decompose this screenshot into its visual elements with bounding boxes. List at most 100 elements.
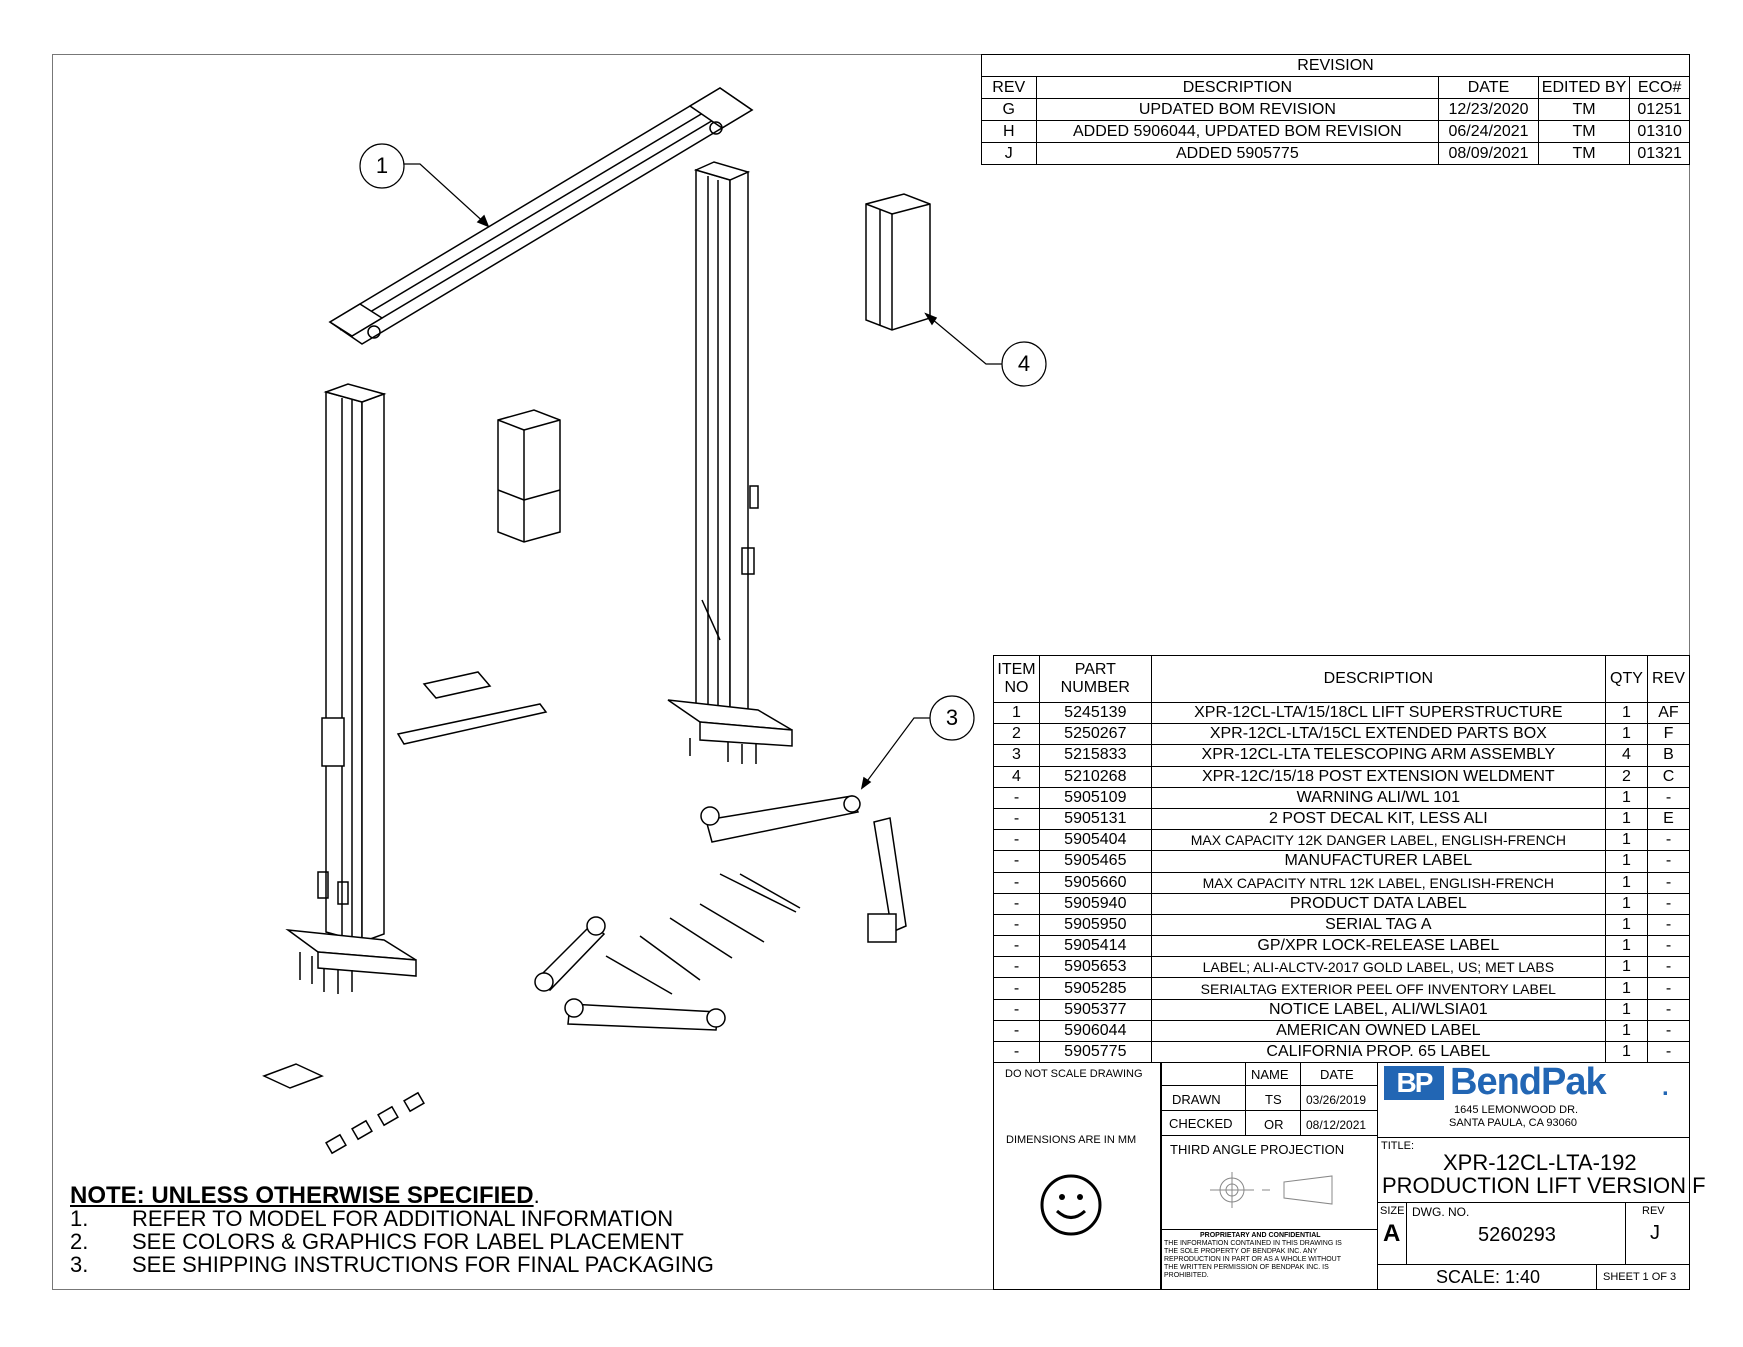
drawn-label: DRAWN	[1172, 1092, 1221, 1107]
revision-cell: 01321	[1629, 142, 1690, 165]
bom-cell: 1	[1605, 701, 1648, 725]
bom-cell: XPR-12C/15/18 POST EXTENSION WELDMENT	[1150, 765, 1607, 788]
bom-cell: SERIALTAG EXTERIOR PEEL OFF INVENTORY LA…	[1150, 977, 1607, 1000]
bom-cell: LABEL; ALI-ALCTV-2017 GOLD LABEL, US; ME…	[1150, 956, 1607, 979]
checked-label: CHECKED	[1169, 1116, 1233, 1131]
revision-cell: 06/24/2021	[1438, 120, 1539, 143]
dimensions-text: DIMENSIONS ARE IN MM	[1006, 1134, 1137, 1146]
bom-cell: XPR-12CL-LTA TELESCOPING ARM ASSEMBLY	[1150, 744, 1607, 767]
bom-cell: -	[993, 871, 1040, 894]
note-text: REFER TO MODEL FOR ADDITIONAL INFORMATIO…	[132, 1206, 674, 1231]
note-number: 3.	[70, 1252, 89, 1277]
dwg-no-value: 5260293	[1478, 1224, 1556, 1246]
bom-cell: -	[993, 807, 1040, 831]
revision-cell: 12/23/2020	[1438, 98, 1539, 121]
bom-cell: 5905285	[1038, 977, 1152, 1000]
bom-cell: AF	[1646, 701, 1691, 725]
post-extension	[865, 193, 931, 331]
bom-cell: 1	[1605, 935, 1648, 958]
revision-cell: 01310	[1629, 120, 1690, 143]
bom-cell: 4	[993, 765, 1040, 788]
bom-cell: 3	[993, 744, 1040, 767]
bom-cell: -	[993, 1019, 1040, 1043]
bom-cell: 5905131	[1038, 807, 1152, 831]
bom-cell: GP/XPR LOCK-RELEASE LABEL	[1150, 935, 1607, 958]
bom-cell: E	[1646, 807, 1691, 831]
bom-cell: PRODUCT DATA LABEL	[1150, 892, 1607, 915]
bom-cell: 1	[1605, 723, 1648, 746]
label-sheets	[262, 671, 548, 1089]
drawn-name: TS	[1265, 1092, 1282, 1107]
bom-cell: -	[1646, 850, 1691, 873]
bom-cell: 5905414	[1038, 935, 1152, 958]
parts-box	[497, 409, 561, 543]
balloon-4-label: 4	[1018, 351, 1030, 376]
bom-cell: 2	[1605, 765, 1648, 788]
address-line-2: SANTA PAULA, CA 93060	[1449, 1117, 1577, 1129]
checked-date: 08/12/2021	[1306, 1118, 1367, 1132]
bom-cell: 1	[1605, 871, 1648, 894]
bendpak-logo-text: BendPak	[1450, 1061, 1607, 1103]
right-post	[667, 161, 793, 764]
bom-cell: -	[993, 956, 1040, 979]
revision-cell: TM	[1537, 120, 1631, 143]
bom-cell: MANUFACTURER LABEL	[1150, 850, 1607, 873]
revision-cell: UPDATED BOM REVISION	[1035, 98, 1440, 121]
bom-cell: -	[993, 935, 1040, 958]
drawing-frame	[52, 54, 1690, 1290]
lift-adapters	[325, 1091, 425, 1155]
bom-cell: 1	[1605, 892, 1648, 915]
bom-cell: 5905950	[1038, 913, 1152, 937]
size-value: A	[1383, 1220, 1401, 1247]
bom-cell: 5210268	[1038, 765, 1152, 788]
bom-cell: 1	[993, 701, 1040, 725]
note-number: 2.	[70, 1229, 89, 1254]
note-item: 2.SEE COLORS & GRAPHICS FOR LABEL PLACEM…	[70, 1230, 714, 1253]
bendpak-logo-mark: BP	[1384, 1066, 1444, 1100]
revision-cell: TM	[1537, 98, 1631, 121]
bom-cell: NOTICE LABEL, ALI/WLSIA01	[1150, 998, 1607, 1021]
telescoping-arms	[534, 795, 907, 1031]
bom-cell: 5215833	[1038, 744, 1152, 767]
revision-cell: 01251	[1629, 98, 1690, 121]
bom-cell: -	[1646, 998, 1691, 1021]
revision-cell: G	[981, 98, 1037, 121]
bom-cell: WARNING ALI/WL 101	[1150, 786, 1607, 809]
bom-cell: -	[993, 850, 1040, 873]
proprietary-line: THE WRITTEN PERMISSION OF BENDPAK INC. I…	[1164, 1264, 1329, 1271]
bom-cell: -	[1646, 977, 1691, 1000]
bom-cell: CALIFORNIA PROP. 65 LABEL	[1150, 1040, 1607, 1064]
bom-cell: F	[1646, 723, 1691, 746]
bom-cell: 4	[1605, 744, 1648, 767]
superstructure-beam	[328, 87, 754, 345]
general-notes: NOTE: UNLESS OTHERWISE SPECIFIED. 1.REFE…	[70, 1182, 714, 1277]
revision-cell: TM	[1537, 142, 1631, 165]
balloon-1-label: 1	[376, 153, 388, 178]
revision-cell: ADDED 5905775	[1035, 142, 1440, 165]
bom-cell: C	[1646, 765, 1691, 788]
bom-cell: 2 POST DECAL KIT, LESS ALI	[1150, 807, 1607, 831]
balloon-1: 1	[359, 143, 490, 228]
bendpak-logo-dot: .	[1662, 1074, 1669, 1101]
note-item: 3.SEE SHIPPING INSTRUCTIONS FOR FINAL PA…	[70, 1253, 714, 1276]
bom-cell: -	[1646, 829, 1691, 852]
bom-cell: MAX CAPACITY NTRL 12K LABEL, ENGLISH-FRE…	[1150, 871, 1607, 894]
bom-cell: -	[993, 913, 1040, 937]
revision-header-cell: REV	[981, 76, 1037, 99]
bom-cell: 5245139	[1038, 701, 1152, 725]
bom-cell: -	[1646, 956, 1691, 979]
smiley-icon	[1040, 1174, 1102, 1236]
